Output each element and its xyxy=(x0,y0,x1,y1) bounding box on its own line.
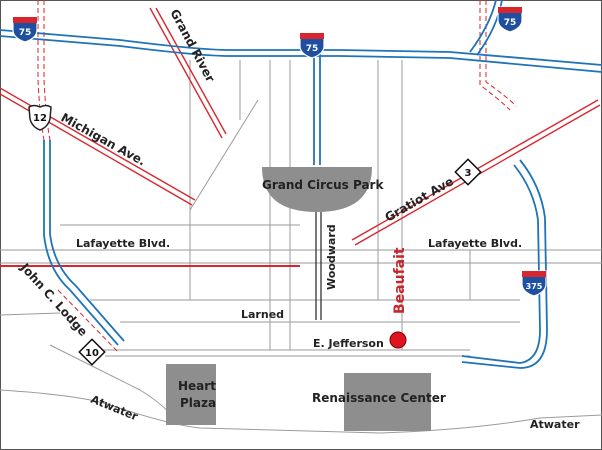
label-larned: Larned xyxy=(241,308,284,321)
shield-number: 75 xyxy=(19,28,32,38)
us-route-12-shield-icon: 12 xyxy=(28,104,52,131)
label-heart-plaza-line2: Plaza xyxy=(180,396,216,410)
interstate-75-shield-icon: 75 xyxy=(497,6,523,33)
label-lafayette-east: Lafayette Blvd. xyxy=(428,237,522,250)
interstate-75-shield-icon: 75 xyxy=(12,16,38,43)
minor-roads xyxy=(0,60,602,434)
interstate-375-shield-icon: 375 xyxy=(521,270,547,297)
label-woodward: Woodward xyxy=(325,224,338,290)
shield-number: 75 xyxy=(306,44,319,54)
shield-number: 75 xyxy=(504,18,517,28)
shield-number: 12 xyxy=(33,113,47,124)
woodward-road xyxy=(315,212,322,320)
location-dot-icon xyxy=(389,331,407,349)
heart-plaza-block xyxy=(166,364,216,425)
renaissance-center-block xyxy=(344,373,431,431)
label-beaufait: Beaufait xyxy=(392,247,408,314)
label-grand-circus-park: Grand Circus Park xyxy=(262,178,384,192)
label-lafayette-west: Lafayette Blvd. xyxy=(76,237,170,250)
interstate-75-shield-icon: 75 xyxy=(299,32,325,59)
shield-number: 375 xyxy=(526,282,543,291)
shield-number: 3 xyxy=(465,168,472,179)
label-atwater-east: Atwater xyxy=(530,418,580,431)
state-route-10-marker-icon: 10 xyxy=(78,338,106,366)
label-e-jefferson: E. Jefferson xyxy=(313,337,384,350)
state-route-3-marker-icon: 3 xyxy=(454,158,482,186)
grand-circus-park xyxy=(262,167,372,212)
label-heart-plaza-line1: Heart xyxy=(178,379,216,393)
label-renaissance-center: Renaissance Center xyxy=(312,391,446,405)
shield-number: 10 xyxy=(85,348,99,359)
